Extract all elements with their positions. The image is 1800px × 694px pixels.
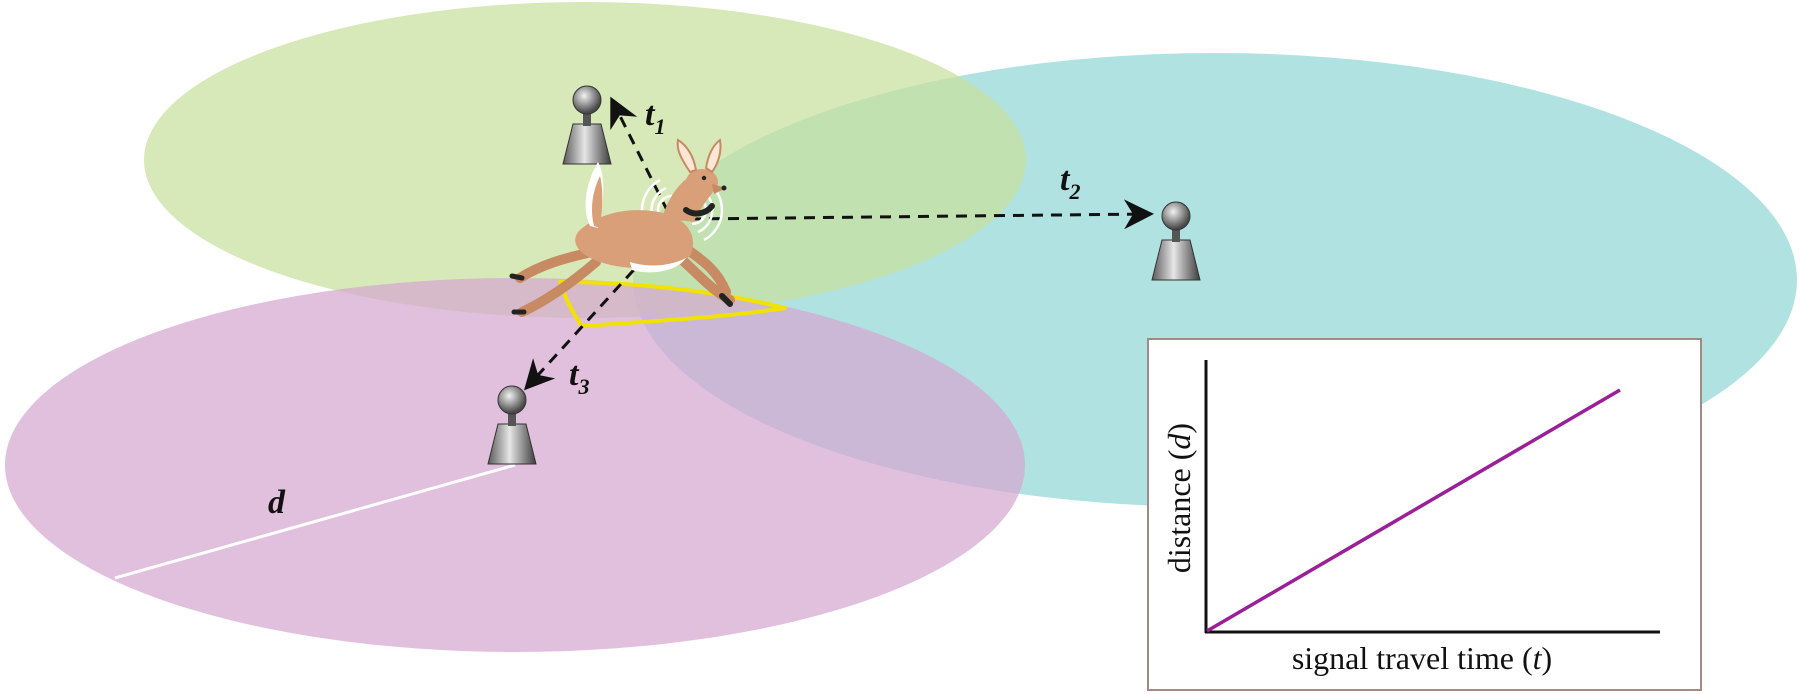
distance-label: d [268, 484, 286, 521]
inset-x-axis-label: signal travel time (t) [1292, 640, 1552, 676]
inset-graph-line [1206, 388, 1621, 633]
arrow-t3 [523, 226, 674, 391]
receiver-2-icon [1151, 201, 1201, 281]
overlap-region [558, 280, 787, 328]
arrow-t2 [689, 199, 1154, 230]
arrow-t3-label: t3 [569, 356, 589, 399]
receiver-3-icon [487, 385, 537, 465]
arrow-t1-label: t1 [645, 96, 665, 139]
arrow-t2-label: t2 [1060, 161, 1080, 204]
deer-icon [509, 138, 735, 317]
distance-line [114, 463, 516, 580]
inset-graph: distance (d) signal travel time (t) [1147, 338, 1702, 691]
inset-y-axis-label: distance (d) [1161, 423, 1197, 573]
receiver-1-icon [562, 85, 612, 165]
